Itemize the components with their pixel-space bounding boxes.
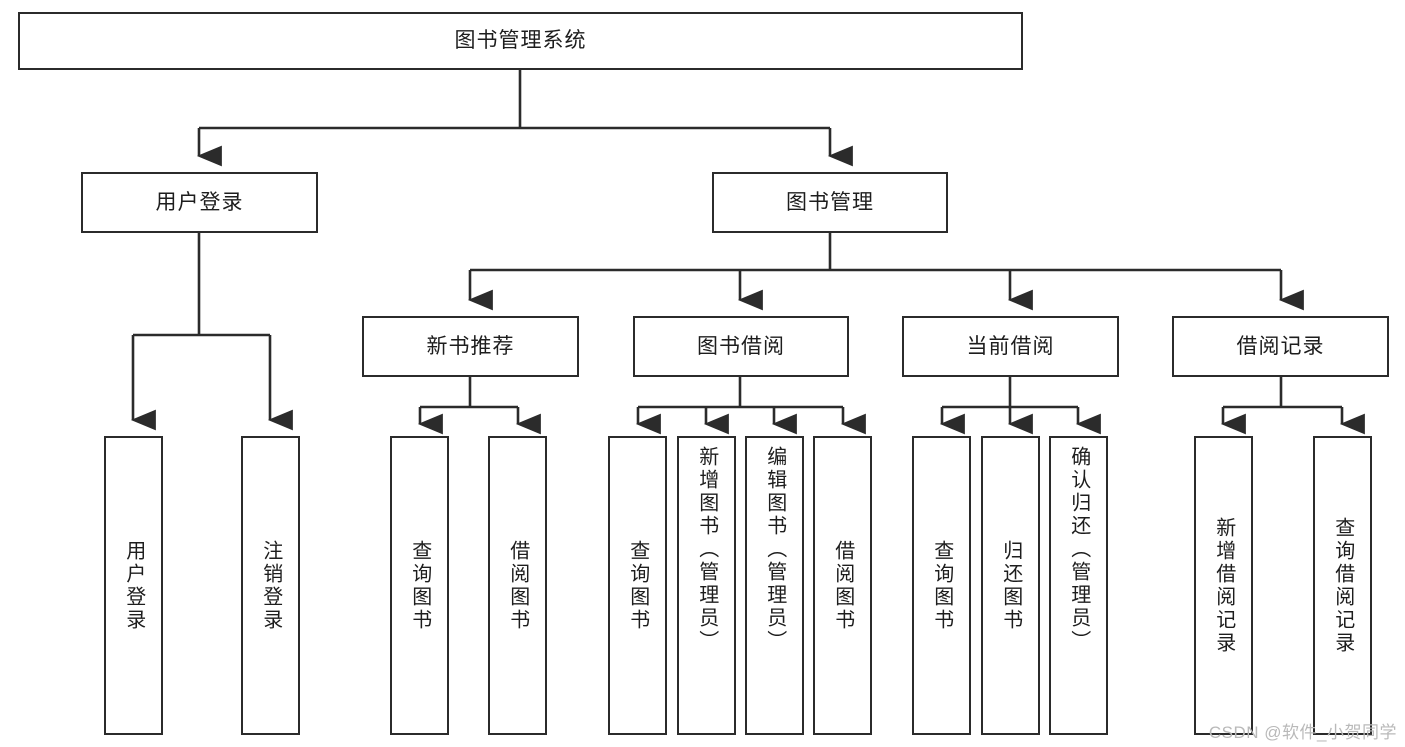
node-label: 查询借阅记录 <box>1331 516 1354 655</box>
node-label: 用户登录 <box>122 539 145 632</box>
node-label: 查询图书 <box>408 539 431 632</box>
node-label: 归还图书 <box>999 539 1022 632</box>
node-leaf-query-book-1[interactable]: 查询图书 <box>390 436 449 735</box>
node-leaf-edit-book[interactable]: 编辑图书（管理员） <box>745 436 804 735</box>
node-label: 注销登录 <box>259 539 282 632</box>
node-leaf-add-record[interactable]: 新增借阅记录 <box>1194 436 1253 735</box>
node-leaf-query-record[interactable]: 查询借阅记录 <box>1313 436 1372 735</box>
node-leaf-logout[interactable]: 注销登录 <box>241 436 300 735</box>
node-leaf-confirm-return[interactable]: 确认归还（管理员） <box>1049 436 1108 735</box>
node-label: 当前借阅 <box>966 334 1055 358</box>
node-new-book-recommend[interactable]: 新书推荐 <box>362 316 579 377</box>
node-label: 查询图书 <box>930 539 953 632</box>
node-label: 借阅记录 <box>1236 334 1325 358</box>
csdn-watermark: CSDN @软件_小贺同学 <box>1208 723 1397 742</box>
node-leaf-query-book-2[interactable]: 查询图书 <box>608 436 667 735</box>
node-label: 新增图书（管理员） <box>695 446 718 653</box>
node-leaf-borrow-book-1[interactable]: 借阅图书 <box>488 436 547 735</box>
node-leaf-user-login[interactable]: 用户登录 <box>104 436 163 735</box>
node-label: 查询图书 <box>626 539 649 632</box>
node-label: 新书推荐 <box>426 334 515 358</box>
node-current-borrow[interactable]: 当前借阅 <box>902 316 1119 377</box>
node-label: 新增借阅记录 <box>1212 516 1235 655</box>
node-leaf-add-book[interactable]: 新增图书（管理员） <box>677 436 736 735</box>
node-label: 图书借阅 <box>697 334 785 358</box>
node-label: 借阅图书 <box>506 539 529 632</box>
node-book-borrow[interactable]: 图书借阅 <box>633 316 849 377</box>
node-user-login[interactable]: 用户登录 <box>81 172 318 233</box>
node-root[interactable]: 图书管理系统 <box>18 12 1023 70</box>
node-borrow-record[interactable]: 借阅记录 <box>1172 316 1389 377</box>
node-label: 用户登录 <box>155 190 244 214</box>
node-label: 图书管理 <box>786 190 874 214</box>
node-label: 图书管理系统 <box>454 29 587 53</box>
node-leaf-borrow-book-2[interactable]: 借阅图书 <box>813 436 872 735</box>
node-label: 编辑图书（管理员） <box>763 446 786 653</box>
node-leaf-query-book-3[interactable]: 查询图书 <box>912 436 971 735</box>
node-label: 确认归还（管理员） <box>1067 446 1090 653</box>
node-label: 借阅图书 <box>831 539 854 632</box>
node-book-manage[interactable]: 图书管理 <box>712 172 948 233</box>
node-leaf-return-book[interactable]: 归还图书 <box>981 436 1040 735</box>
